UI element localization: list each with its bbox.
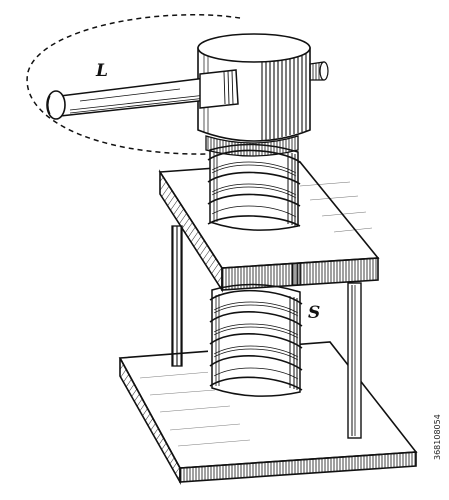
lower-screw-thread	[208, 283, 303, 397]
label-screw: S	[308, 303, 320, 323]
label-lever: L	[95, 61, 108, 81]
base-plate	[118, 341, 418, 486]
image-id-text: 368108054	[433, 414, 442, 460]
upper-screw-thread	[207, 143, 301, 231]
lever-handle	[46, 69, 239, 120]
lever-rotation-path	[26, 14, 241, 155]
